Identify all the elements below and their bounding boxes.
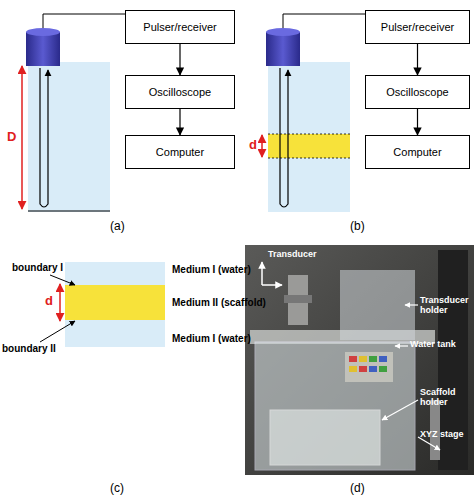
leader-line xyxy=(395,345,408,346)
water-layer xyxy=(65,262,165,347)
leader-line xyxy=(405,304,418,305)
boundary-label: boundary II xyxy=(2,343,56,354)
transducer-holder xyxy=(340,270,415,340)
box-text: Pulser/receiver xyxy=(381,21,454,33)
echo-path xyxy=(40,68,48,207)
panel-label: (c) xyxy=(110,482,124,495)
keypad xyxy=(345,352,393,382)
panel-d-photo xyxy=(245,245,474,475)
box-text: Oscilloscope xyxy=(149,86,211,98)
scaffold-layer xyxy=(65,285,165,320)
box-text: Computer xyxy=(393,146,441,158)
leader-line xyxy=(382,400,418,420)
axis-arrow xyxy=(261,262,263,285)
cable xyxy=(283,14,365,28)
leader-line xyxy=(50,275,75,285)
panel-label: (d) xyxy=(350,482,365,495)
photo-background xyxy=(245,245,474,475)
axis-arrow xyxy=(262,284,282,286)
box-text: Pulser/receiver xyxy=(143,21,216,33)
box-text: Computer xyxy=(156,146,204,158)
dimension-arrow xyxy=(261,135,263,157)
transducer-top xyxy=(26,28,60,36)
medium-label: Medium I (water) xyxy=(172,264,251,275)
panel-a-illustration xyxy=(22,14,125,212)
water-tank xyxy=(255,342,415,470)
process-box: Pulser/receiver xyxy=(125,10,235,44)
medium-label: Medium I (water) xyxy=(172,333,251,344)
panel-label: (a) xyxy=(110,220,125,233)
photo-label: XYZ stage xyxy=(420,430,464,440)
panel-c-illustration xyxy=(40,262,165,347)
panel-b-illustration xyxy=(262,14,365,212)
photo-label: Scaffold holder xyxy=(420,388,474,408)
dimension-label: d xyxy=(249,138,257,152)
water-column xyxy=(268,62,350,212)
box-text: Oscilloscope xyxy=(386,86,448,98)
process-box: Pulser/receiver xyxy=(365,10,470,44)
boundary-label: boundary I xyxy=(12,262,63,273)
tank-bottom xyxy=(28,210,110,211)
dimension-arrow xyxy=(21,66,23,209)
photo-label: Transducer holder xyxy=(420,296,474,316)
signal-arrow xyxy=(179,44,180,75)
dimension-label: D xyxy=(7,130,16,144)
process-box: Oscilloscope xyxy=(365,75,470,109)
transducer-top xyxy=(266,28,300,36)
signal-arrow xyxy=(417,44,418,75)
signal-arrow xyxy=(179,109,180,135)
dimension-arrow xyxy=(59,284,61,321)
cable xyxy=(43,14,125,28)
transducer xyxy=(266,32,300,66)
signal-arrow xyxy=(417,109,418,135)
process-box: Oscilloscope xyxy=(125,75,235,109)
process-box: Computer xyxy=(365,135,470,169)
medium-label: Medium II (scaffold) xyxy=(172,297,266,308)
transducer xyxy=(26,32,60,66)
water-column xyxy=(28,62,110,212)
process-box: Computer xyxy=(125,135,235,169)
transducer-ring xyxy=(284,295,312,303)
scaffold-holder xyxy=(270,410,380,465)
leader-line xyxy=(40,321,75,342)
echo-path xyxy=(280,68,288,207)
photo-label: Water tank xyxy=(410,340,456,350)
panel-label: (b) xyxy=(350,220,365,233)
dimension-label: d xyxy=(45,294,53,308)
photo-label: Transducer xyxy=(268,250,317,260)
